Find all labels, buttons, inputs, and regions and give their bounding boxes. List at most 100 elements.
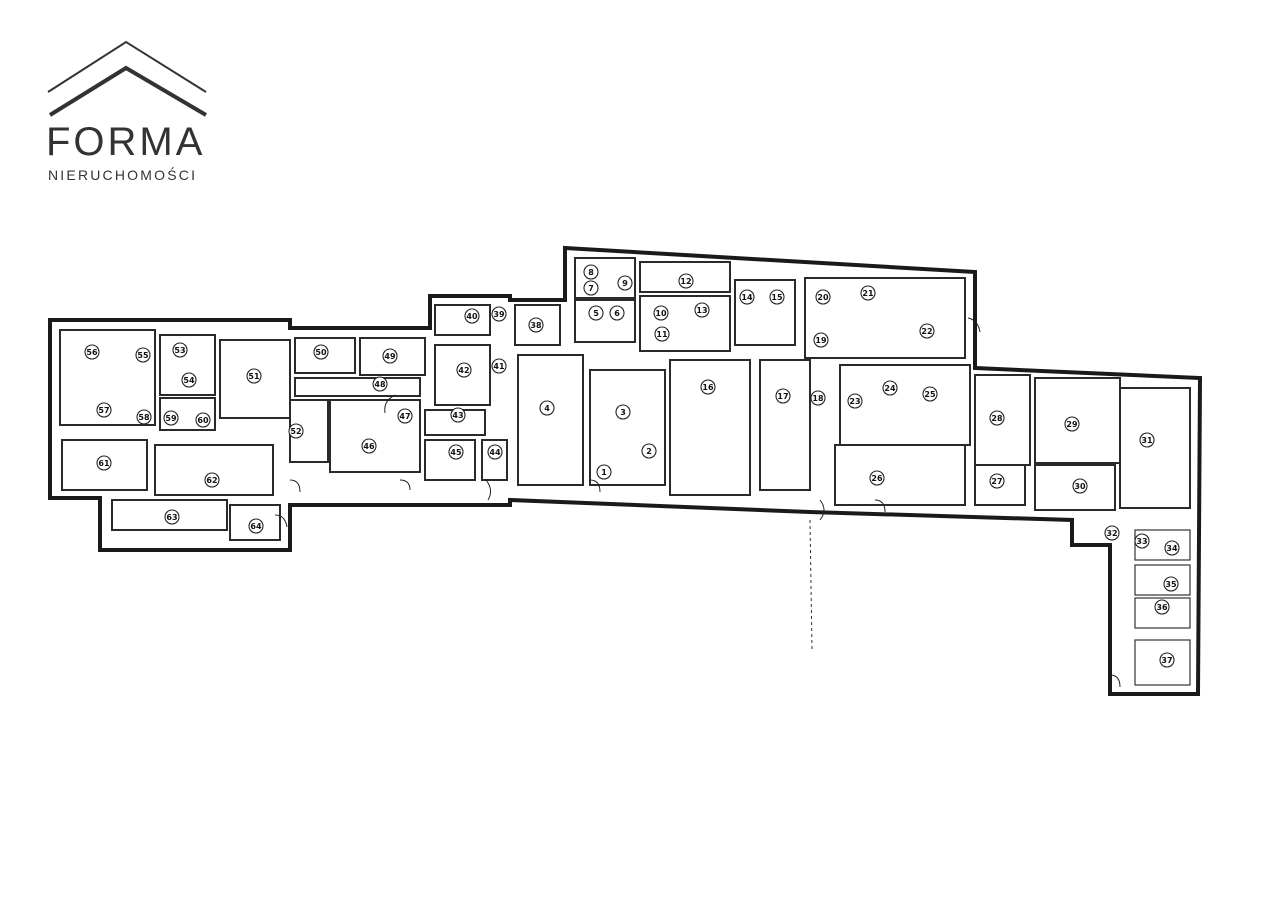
room-marker-circle bbox=[528, 317, 544, 333]
room-number: 37 bbox=[1161, 656, 1172, 665]
room-marker-20: 20 bbox=[815, 289, 831, 305]
room-number: 41 bbox=[493, 362, 505, 371]
room-marker-circle bbox=[1134, 533, 1150, 549]
room-number: 2 bbox=[646, 447, 652, 456]
room-number: 22 bbox=[921, 327, 932, 336]
room-marker-circle bbox=[246, 368, 262, 384]
room-number: 39 bbox=[493, 310, 505, 319]
room-marker-16: 16 bbox=[700, 379, 716, 395]
room-marker-circle bbox=[448, 444, 464, 460]
room-marker-circle bbox=[654, 326, 670, 342]
room-marker-57: 57 bbox=[96, 402, 112, 418]
room-marker-circle bbox=[491, 358, 507, 374]
room-marker-circle bbox=[84, 344, 100, 360]
room-marker-18: 18 bbox=[810, 390, 826, 406]
room-number: 58 bbox=[138, 413, 150, 422]
room-marker-40: 40 bbox=[464, 308, 480, 324]
centre bbox=[574, 257, 1031, 506]
room-marker-circle bbox=[135, 347, 151, 363]
room-marker-circle bbox=[1163, 576, 1179, 592]
room-marker-53: 53 bbox=[172, 342, 188, 358]
room-marker-48: 48 bbox=[372, 376, 388, 392]
room-number: 64 bbox=[250, 522, 262, 531]
room-marker-9: 9 bbox=[617, 275, 633, 291]
room-number: 48 bbox=[374, 380, 386, 389]
room-marker-circle bbox=[361, 438, 377, 454]
room-marker-63: 63 bbox=[164, 509, 180, 525]
room-marker-55: 55 bbox=[135, 347, 151, 363]
room-marker-32: 32 bbox=[1104, 525, 1120, 541]
room-marker-circle bbox=[313, 344, 329, 360]
room-marker-19: 19 bbox=[813, 332, 829, 348]
room-marker-circle bbox=[615, 404, 631, 420]
room-marker-circle bbox=[288, 423, 304, 439]
room-marker-60: 60 bbox=[195, 412, 211, 428]
room-marker-35: 35 bbox=[1163, 576, 1179, 592]
room-marker-56: 56 bbox=[84, 344, 100, 360]
room-marker-circle bbox=[739, 289, 755, 305]
room-number: 47 bbox=[399, 412, 410, 421]
room-number: 56 bbox=[86, 348, 98, 357]
room-number: 29 bbox=[1066, 420, 1078, 429]
room-number: 25 bbox=[924, 390, 936, 399]
room-number: 10 bbox=[655, 309, 667, 318]
room-number: 13 bbox=[696, 306, 707, 315]
room-marker-circle bbox=[989, 410, 1005, 426]
room-number: 24 bbox=[884, 384, 896, 393]
room-number: 6 bbox=[614, 309, 620, 318]
room-marker-circle bbox=[172, 342, 188, 358]
room-marker-circle bbox=[694, 302, 710, 318]
room-marker-58: 58 bbox=[136, 409, 152, 425]
room-marker-42: 42 bbox=[456, 362, 472, 378]
room-marker-43: 43 bbox=[450, 407, 466, 423]
room-number: 34 bbox=[1166, 544, 1178, 553]
room-marker-13: 13 bbox=[694, 302, 710, 318]
room-number: 32 bbox=[1106, 529, 1117, 538]
room-marker-4: 4 bbox=[539, 400, 555, 416]
room-marker-59: 59 bbox=[163, 410, 179, 426]
room-marker-50: 50 bbox=[313, 344, 329, 360]
room-marker-8: 8 bbox=[583, 264, 599, 280]
room-marker-circle bbox=[583, 280, 599, 296]
room-number: 35 bbox=[1165, 580, 1177, 589]
outer-walls bbox=[48, 245, 1203, 696]
room-marker-52: 52 bbox=[288, 423, 304, 439]
company-logo: FORMA NIERUCHOMOŚCI bbox=[46, 40, 216, 190]
room-marker-circle bbox=[919, 323, 935, 339]
room-marker-10: 10 bbox=[653, 305, 669, 321]
room-marker-circle bbox=[700, 379, 716, 395]
room-marker-3: 3 bbox=[615, 404, 631, 420]
room-number: 59 bbox=[165, 414, 177, 423]
room-number: 38 bbox=[530, 321, 542, 330]
room-marker-circle bbox=[163, 410, 179, 426]
room-marker-circle bbox=[653, 305, 669, 321]
room-marker-circle bbox=[815, 289, 831, 305]
room-marker-26: 26 bbox=[869, 470, 885, 486]
room-marker-circle bbox=[860, 285, 876, 301]
room-marker-circle bbox=[617, 275, 633, 291]
room-number: 44 bbox=[489, 448, 501, 457]
room-marker-circle bbox=[450, 407, 466, 423]
room-marker-circle bbox=[382, 348, 398, 364]
room-marker-circle bbox=[609, 305, 625, 321]
room-number: 50 bbox=[315, 348, 327, 357]
room-number: 31 bbox=[1141, 436, 1153, 445]
room-marker-circle bbox=[989, 473, 1005, 489]
room-marker-circle bbox=[248, 518, 264, 534]
room-number: 52 bbox=[290, 427, 301, 436]
room-marker-6: 6 bbox=[609, 305, 625, 321]
doors bbox=[274, 317, 1121, 688]
room-marker-circle bbox=[1064, 416, 1080, 432]
room-number: 12 bbox=[680, 277, 691, 286]
room-marker-circle bbox=[464, 308, 480, 324]
room-number: 11 bbox=[656, 330, 668, 339]
room-marker-circle bbox=[195, 412, 211, 428]
room-marker-34: 34 bbox=[1164, 540, 1180, 556]
room-number: 21 bbox=[862, 289, 874, 298]
room-marker-47: 47 bbox=[397, 408, 413, 424]
room-number: 9 bbox=[622, 279, 628, 288]
room-marker-38: 38 bbox=[528, 317, 544, 333]
room-marker-45: 45 bbox=[448, 444, 464, 460]
room-marker-49: 49 bbox=[382, 348, 398, 364]
